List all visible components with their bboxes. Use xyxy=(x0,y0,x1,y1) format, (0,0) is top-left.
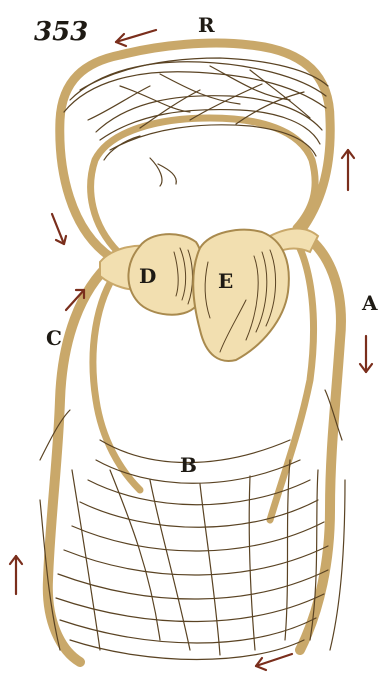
arrow-top-left-icon xyxy=(116,30,156,46)
arrow-a-down-icon xyxy=(360,336,372,372)
arrow-right-up-icon xyxy=(342,150,354,190)
upper-capillaries xyxy=(64,58,328,186)
figure-number: 353 xyxy=(34,17,88,47)
arrow-bottom-left-up-icon xyxy=(10,556,22,594)
arrow-left-down-icon xyxy=(52,214,66,244)
arrow-bottom-right-left-icon xyxy=(256,654,292,670)
label-e: E xyxy=(218,269,233,293)
label-d: D xyxy=(139,264,156,288)
upper-loop xyxy=(60,43,330,258)
label-b: B xyxy=(180,453,197,477)
label-r: R xyxy=(198,13,215,37)
heart xyxy=(100,229,318,361)
label-c: C xyxy=(46,326,62,350)
label-a: A xyxy=(361,291,378,315)
